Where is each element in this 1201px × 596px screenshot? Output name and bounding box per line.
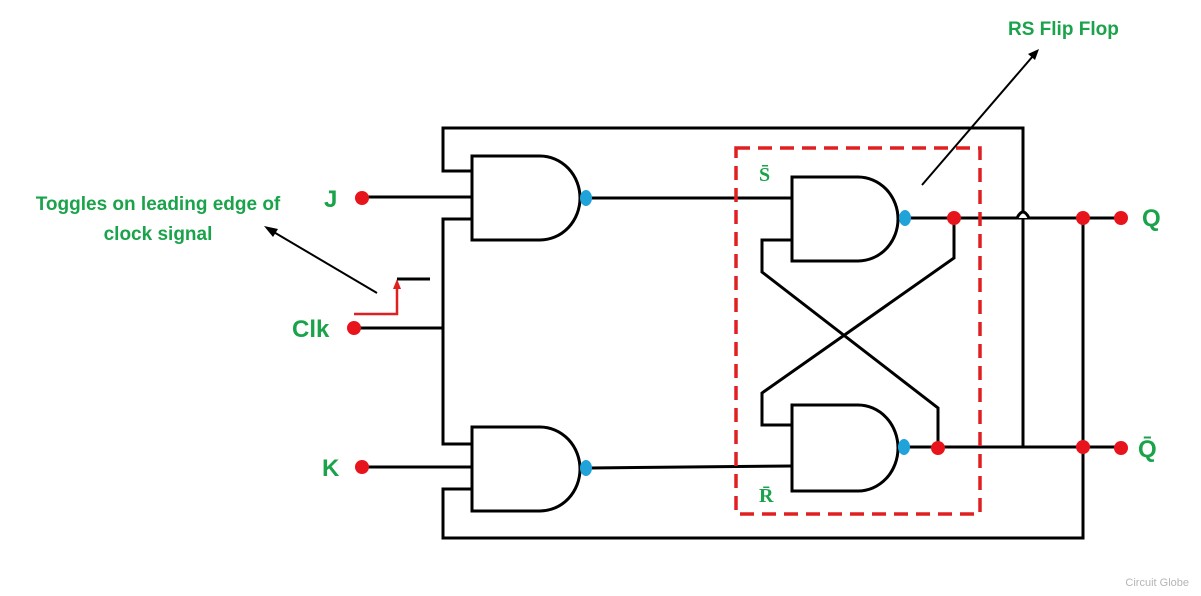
qbar-label: Q̄ <box>1138 436 1157 463</box>
feedback-q-to-k-wire <box>441 218 1085 540</box>
inverter-bubble-k-gate <box>580 460 592 476</box>
cross-bottom-to-top-wire <box>760 238 940 447</box>
rs-annotation-arrow <box>921 55 1034 186</box>
r-bar-wire <box>589 464 793 470</box>
toggle-arrowhead <box>264 226 278 237</box>
q-feedback-junction-dot <box>1076 211 1090 225</box>
toggle-note-line2: clock signal <box>104 224 213 245</box>
qbar-junction-dot <box>931 441 945 455</box>
cross-coupling-wires <box>760 218 956 447</box>
k-terminal <box>355 460 369 474</box>
q-junction-dot <box>947 211 961 225</box>
inverter-bubble-rs-bottom <box>898 439 910 455</box>
q-terminal <box>1114 211 1128 225</box>
rs-flip-flop-boundary <box>734 146 982 516</box>
nand-gate-rs-bottom <box>790 403 900 493</box>
clock-edge-arrowhead <box>393 279 401 289</box>
cross-top-to-bottom-wire <box>760 218 956 427</box>
nand-gate-k <box>470 425 582 513</box>
clock-wires <box>354 217 472 446</box>
j-label: J <box>324 186 337 213</box>
qbar-terminal <box>1114 441 1128 455</box>
inverter-bubble-j-gate <box>580 190 592 206</box>
r-bar-label: R̄ <box>759 485 774 507</box>
nand-gate-j <box>470 154 582 242</box>
wire-crossover <box>1015 210 1031 219</box>
k-label: K <box>322 455 340 482</box>
input-wires <box>362 195 472 469</box>
s-bar-label: S̄ <box>759 164 770 186</box>
clk-label: Clk <box>292 316 330 343</box>
clock-edge-symbol <box>354 277 430 316</box>
clk-bus-wire <box>441 217 472 446</box>
nand-gate-rs-top <box>790 175 900 263</box>
clock-edge-red-line <box>354 285 399 316</box>
toggle-annotation-arrow <box>271 230 378 294</box>
inverter-bubble-rs-top <box>899 210 911 226</box>
watermark: Circuit Globe <box>1125 577 1189 589</box>
rs-arrowhead <box>1028 49 1039 60</box>
rs-flip-flop-label: RS Flip Flop <box>1008 19 1119 40</box>
feedback-qbar-to-j-wire <box>441 126 1025 447</box>
j-terminal <box>355 191 369 205</box>
toggle-note-line1: Toggles on leading edge of <box>36 194 281 215</box>
feedback-wires <box>441 126 1085 540</box>
qbar-feedback-junction-dot <box>1076 440 1090 454</box>
clk-terminal <box>347 321 361 335</box>
q-label: Q <box>1142 205 1161 232</box>
